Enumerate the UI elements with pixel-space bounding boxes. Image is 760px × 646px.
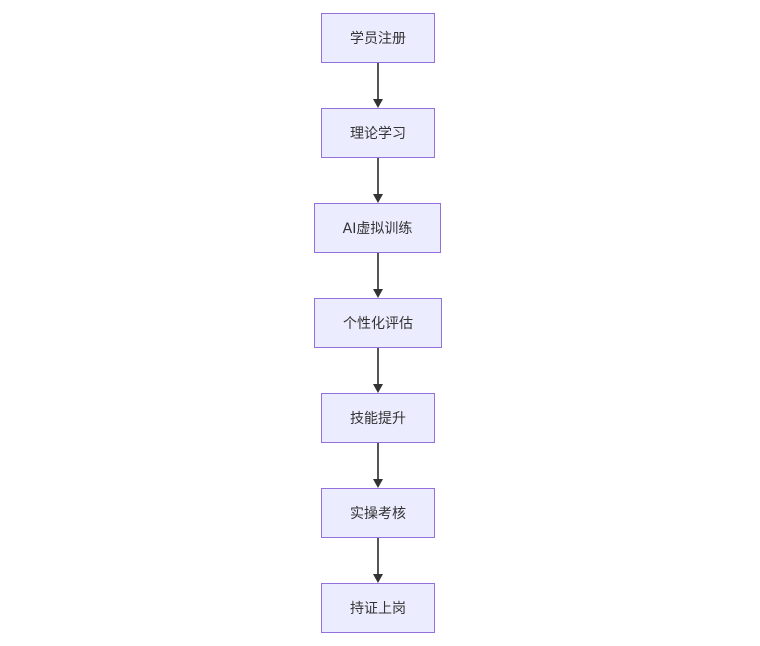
arrowhead-icon — [373, 479, 383, 488]
arrowhead-icon — [373, 289, 383, 298]
arrowhead-icon — [373, 194, 383, 203]
node-assessment: 个性化评估 — [314, 298, 442, 348]
edge-register-theory — [377, 63, 379, 100]
node-register: 学员注册 — [321, 13, 435, 63]
edge-theory-ai-training — [377, 158, 379, 195]
edge-improve-practical-exam — [377, 443, 379, 480]
node-improve: 技能提升 — [321, 393, 435, 443]
node-ai-training: AI虚拟训练 — [314, 203, 441, 253]
node-certified: 持证上岗 — [321, 583, 435, 633]
node-practical-exam: 实操考核 — [321, 488, 435, 538]
arrowhead-icon — [373, 384, 383, 393]
arrowhead-icon — [373, 574, 383, 583]
edge-ai-training-assessment — [377, 253, 379, 290]
edge-practical-exam-certified — [377, 538, 379, 575]
node-theory: 理论学习 — [321, 108, 435, 158]
edge-assessment-improve — [377, 348, 379, 385]
arrowhead-icon — [373, 99, 383, 108]
